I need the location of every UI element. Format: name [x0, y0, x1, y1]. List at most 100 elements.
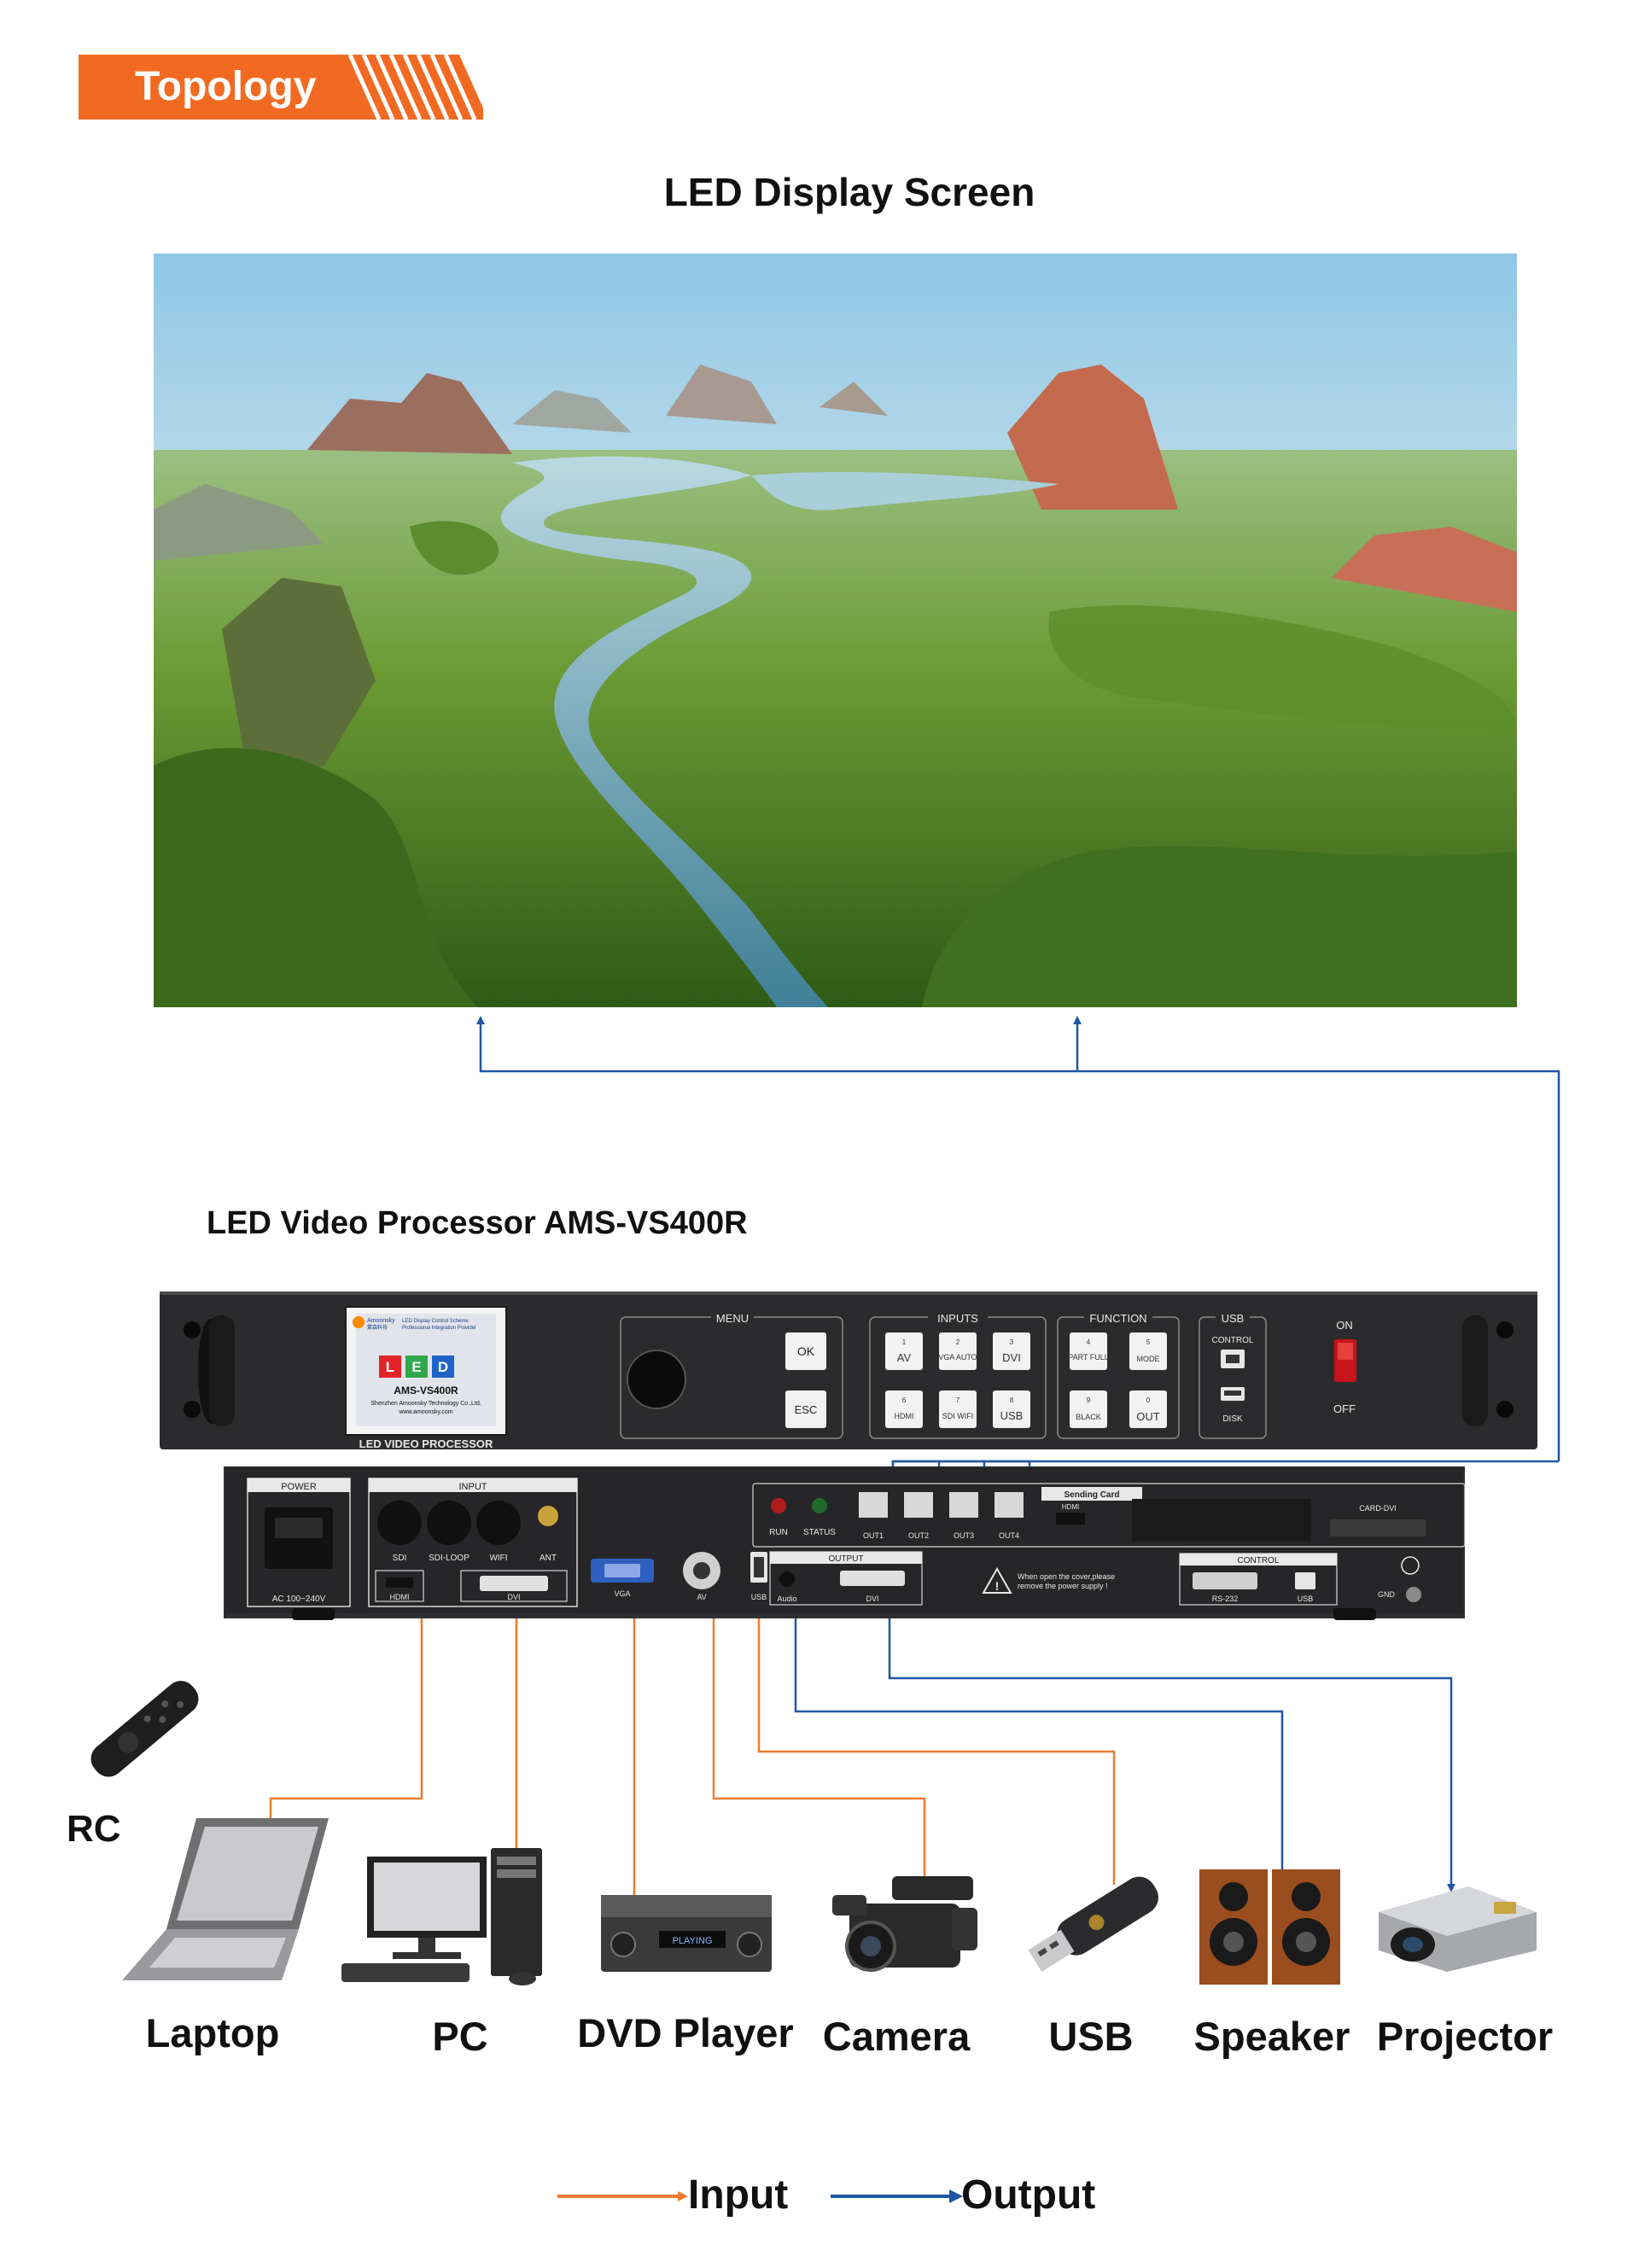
- ground-symbol-icon: [1401, 1556, 1420, 1575]
- power-off-label: OFF: [1333, 1402, 1356, 1415]
- svg-text:CONTROL: CONTROL: [1238, 1556, 1280, 1565]
- processor-rear-panel: POWER AC 100~240V INPUT SDI SDI-LOOP WIF…: [224, 1466, 1465, 1620]
- svg-text:DVI: DVI: [866, 1595, 878, 1603]
- menu-knob: [627, 1350, 686, 1409]
- svg-text:OUT4: OUT4: [999, 1531, 1019, 1540]
- brand-logo-icon: [353, 1316, 365, 1328]
- svg-text:USB: USB: [1298, 1595, 1314, 1603]
- svg-text:DVI: DVI: [507, 1593, 520, 1601]
- svg-text:SDI WIFI: SDI WIFI: [942, 1412, 974, 1420]
- device-label-projector: Projector: [1376, 2014, 1554, 2059]
- led-letter-l: L: [386, 1359, 394, 1375]
- svg-text:SDI-LOOP: SDI-LOOP: [429, 1554, 470, 1563]
- projector-icon: [1379, 1886, 1537, 1972]
- out4-port-icon: [994, 1492, 1024, 1518]
- svg-text:!: !: [995, 1579, 1000, 1593]
- function-key-out: 0 OUT: [1129, 1391, 1167, 1428]
- led-letter-e: E: [411, 1359, 421, 1375]
- device-label-usb: USB: [1048, 2014, 1134, 2059]
- svg-text:1: 1: [902, 1338, 907, 1346]
- svg-text:9: 9: [1087, 1396, 1091, 1404]
- antenna-port-icon: [538, 1506, 558, 1526]
- led-letter-d: D: [438, 1359, 448, 1375]
- out2-port-icon: [904, 1492, 933, 1518]
- lcd-scheme-2: Professional Integration Provider: [402, 1326, 476, 1331]
- out3-port-icon: [949, 1492, 978, 1518]
- svg-text:2: 2: [956, 1338, 960, 1346]
- lcd-brand-sub: 蒙森科技: [367, 1324, 388, 1331]
- run-led: [771, 1498, 786, 1513]
- device-label-speaker: Speaker: [1193, 2014, 1350, 2059]
- title-banner: [79, 55, 483, 120]
- dvd-player-icon: PLAYING: [601, 1895, 772, 1972]
- svg-text:6: 6: [902, 1396, 907, 1404]
- legend-output-label: Output: [961, 2172, 1096, 2218]
- function-label: FUNCTION: [1089, 1312, 1146, 1325]
- warning-text-1: When open the cover,please: [1018, 1572, 1115, 1581]
- svg-text:OUT1: OUT1: [863, 1531, 884, 1540]
- device-label-pc: PC: [432, 2014, 488, 2059]
- rear-power-label: POWER: [281, 1482, 317, 1492]
- lcd-scheme-1: LED Display Control Scheme: [402, 1319, 469, 1324]
- svg-text:VGA: VGA: [614, 1589, 630, 1598]
- audio-out-port-icon: [779, 1571, 795, 1587]
- input-key-vga: 2 VGA AUTO: [938, 1332, 977, 1370]
- svg-text:VGA AUTO: VGA AUTO: [938, 1353, 977, 1361]
- svg-text:ESC: ESC: [795, 1403, 818, 1416]
- svg-text:HDMI: HDMI: [390, 1593, 410, 1601]
- svg-text:ANT: ANT: [540, 1554, 557, 1563]
- svg-text:STATUS: STATUS: [803, 1528, 836, 1537]
- input-key-sdi: 7 SDI WIFI: [939, 1391, 977, 1428]
- camera-icon: [832, 1876, 977, 1972]
- svg-text:GND: GND: [1378, 1590, 1396, 1599]
- esc-button: [785, 1391, 826, 1428]
- svg-text:4: 4: [1087, 1338, 1091, 1346]
- rack-handle-right: [1462, 1315, 1514, 1426]
- svg-text:OUT2: OUT2: [908, 1531, 929, 1540]
- ok-button: [785, 1332, 826, 1370]
- dvi-input-port-icon: [480, 1576, 548, 1591]
- svg-text:AV: AV: [897, 1351, 912, 1364]
- out1-port-icon: [859, 1492, 888, 1518]
- usb-disk-label: DISK: [1222, 1414, 1243, 1424]
- svg-text:USB: USB: [1000, 1409, 1024, 1422]
- function-key-mode: 5 MODE: [1129, 1332, 1167, 1370]
- svg-text:OUT: OUT: [1136, 1410, 1160, 1423]
- svg-text:USB: USB: [751, 1593, 767, 1601]
- svg-text:SDI: SDI: [393, 1554, 407, 1563]
- legend-input-label: Input: [688, 2172, 789, 2218]
- input-key-dvi: 3 DVI: [993, 1332, 1030, 1370]
- warning-icon: [982, 1566, 1012, 1594]
- function-key-part-full: 4 PART FULL: [1068, 1332, 1109, 1370]
- laptop-input-line: [269, 1606, 427, 1837]
- usb-input-line: [754, 1606, 1116, 1885]
- rs232-port-icon: [1193, 1572, 1257, 1589]
- speaker-output-line: [794, 1589, 1286, 1878]
- lcd-website: www.amoonsky.com: [398, 1409, 452, 1415]
- card-hdmi-port-icon: [1056, 1513, 1085, 1525]
- svg-text:HDMI: HDMI: [895, 1412, 914, 1420]
- svg-text:RUN: RUN: [769, 1528, 788, 1537]
- device-label-dvd-player: DVD Player: [577, 2010, 794, 2055]
- dvi-output-port-icon: [840, 1571, 905, 1586]
- lcd-model: AMS-VS400R: [394, 1385, 458, 1396]
- page-title: Topology: [135, 64, 317, 109]
- processor-front-panel: L E D Amoonsky 蒙森科技 LED Display Control …: [160, 1291, 1537, 1450]
- pc-icon: [341, 1848, 542, 1985]
- projector-output-line: [888, 1595, 1455, 1892]
- rear-ac-label: AC 100~240V: [272, 1595, 326, 1604]
- screen-title: LED Display Screen: [663, 170, 1035, 214]
- lcd-company: Shenzhen Amoonsky Technology Co.,Ltd.: [370, 1401, 481, 1407]
- svg-text:8: 8: [1010, 1396, 1014, 1404]
- svg-text:BLACK: BLACK: [1076, 1413, 1101, 1421]
- speaker-icon: [1199, 1869, 1340, 1985]
- usb-control-label: CONTROL: [1212, 1336, 1254, 1345]
- power-on-label: ON: [1336, 1319, 1353, 1332]
- inputs-label: INPUTS: [937, 1312, 978, 1325]
- remote-label: RC: [67, 1808, 121, 1850]
- screen-output-line-left: [476, 1016, 1560, 1461]
- svg-text:0: 0: [1146, 1396, 1151, 1404]
- laptop-icon: [122, 1818, 329, 1980]
- svg-text:HDMI: HDMI: [1062, 1503, 1079, 1511]
- device-label-laptop: Laptop: [145, 2010, 280, 2055]
